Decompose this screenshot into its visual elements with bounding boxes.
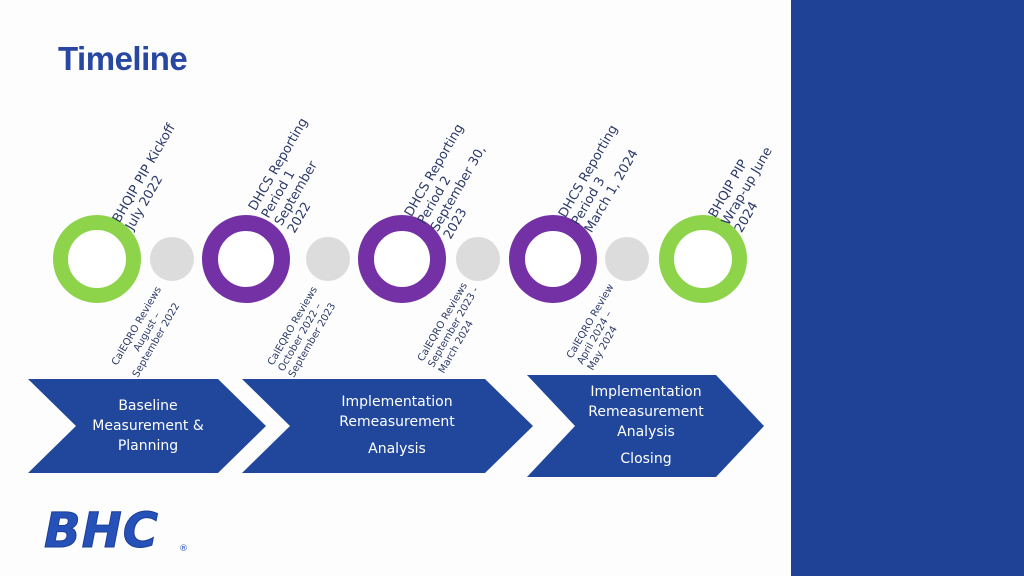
review-dot-2 [306,237,350,281]
phase-arrows [28,375,764,477]
review-dot-4 [605,237,649,281]
phase-arrow-implementation [242,379,533,473]
phase-label-line: Implementation [341,394,453,410]
page-title: Timeline [58,40,188,77]
phase-label-line: Baseline [118,398,178,414]
phase-arrow-closing [527,375,764,477]
phase-label-line: Remeasurement [588,404,704,420]
milestone-ring-period-1 [202,215,290,303]
phase-label-closing: Implementation Remeasurement Analysis Cl… [566,382,726,469]
review-dot-3 [456,237,500,281]
slide-canvas: Timeline BHQIP PIP Kickoff July 2022 DHC… [28,40,776,558]
phase-label-line: Analysis [368,441,426,457]
phase-label-line: Analysis [617,424,675,440]
phase-label-line: Planning [117,438,179,454]
registered-mark: ® [179,544,188,554]
phase-label-line: Measurement & [92,418,204,434]
milestone-label-kickoff: BHQIP PIP Kickoff July 2022 [110,121,192,233]
milestone-label-period-3: DHCS Reporting Period 3 March 1, 2024 [556,123,647,236]
review-label-2: CalEQRO Reviews October 2022 – September… [266,285,342,380]
phase-label-line: Closing [620,451,672,467]
right-sidebar-panel [791,0,1024,576]
phase-label-baseline: Baseline Measurement & Planning [80,396,216,456]
phase-arrow-baseline [28,379,266,473]
phase-label-line [566,442,726,449]
phase-label-line: Implementation [590,384,702,400]
phase-label-implementation: Implementation Remeasurement Analysis [317,392,477,459]
phase-label-line [317,432,477,439]
bhc-logo-text: BHC [44,503,159,557]
bhc-logo: BHC ® [44,503,189,558]
review-dot-1 [150,237,194,281]
review-label-1: CalEQRO Reviews August – September 2022 [110,285,186,380]
phase-label-line: Remeasurement [339,414,455,430]
